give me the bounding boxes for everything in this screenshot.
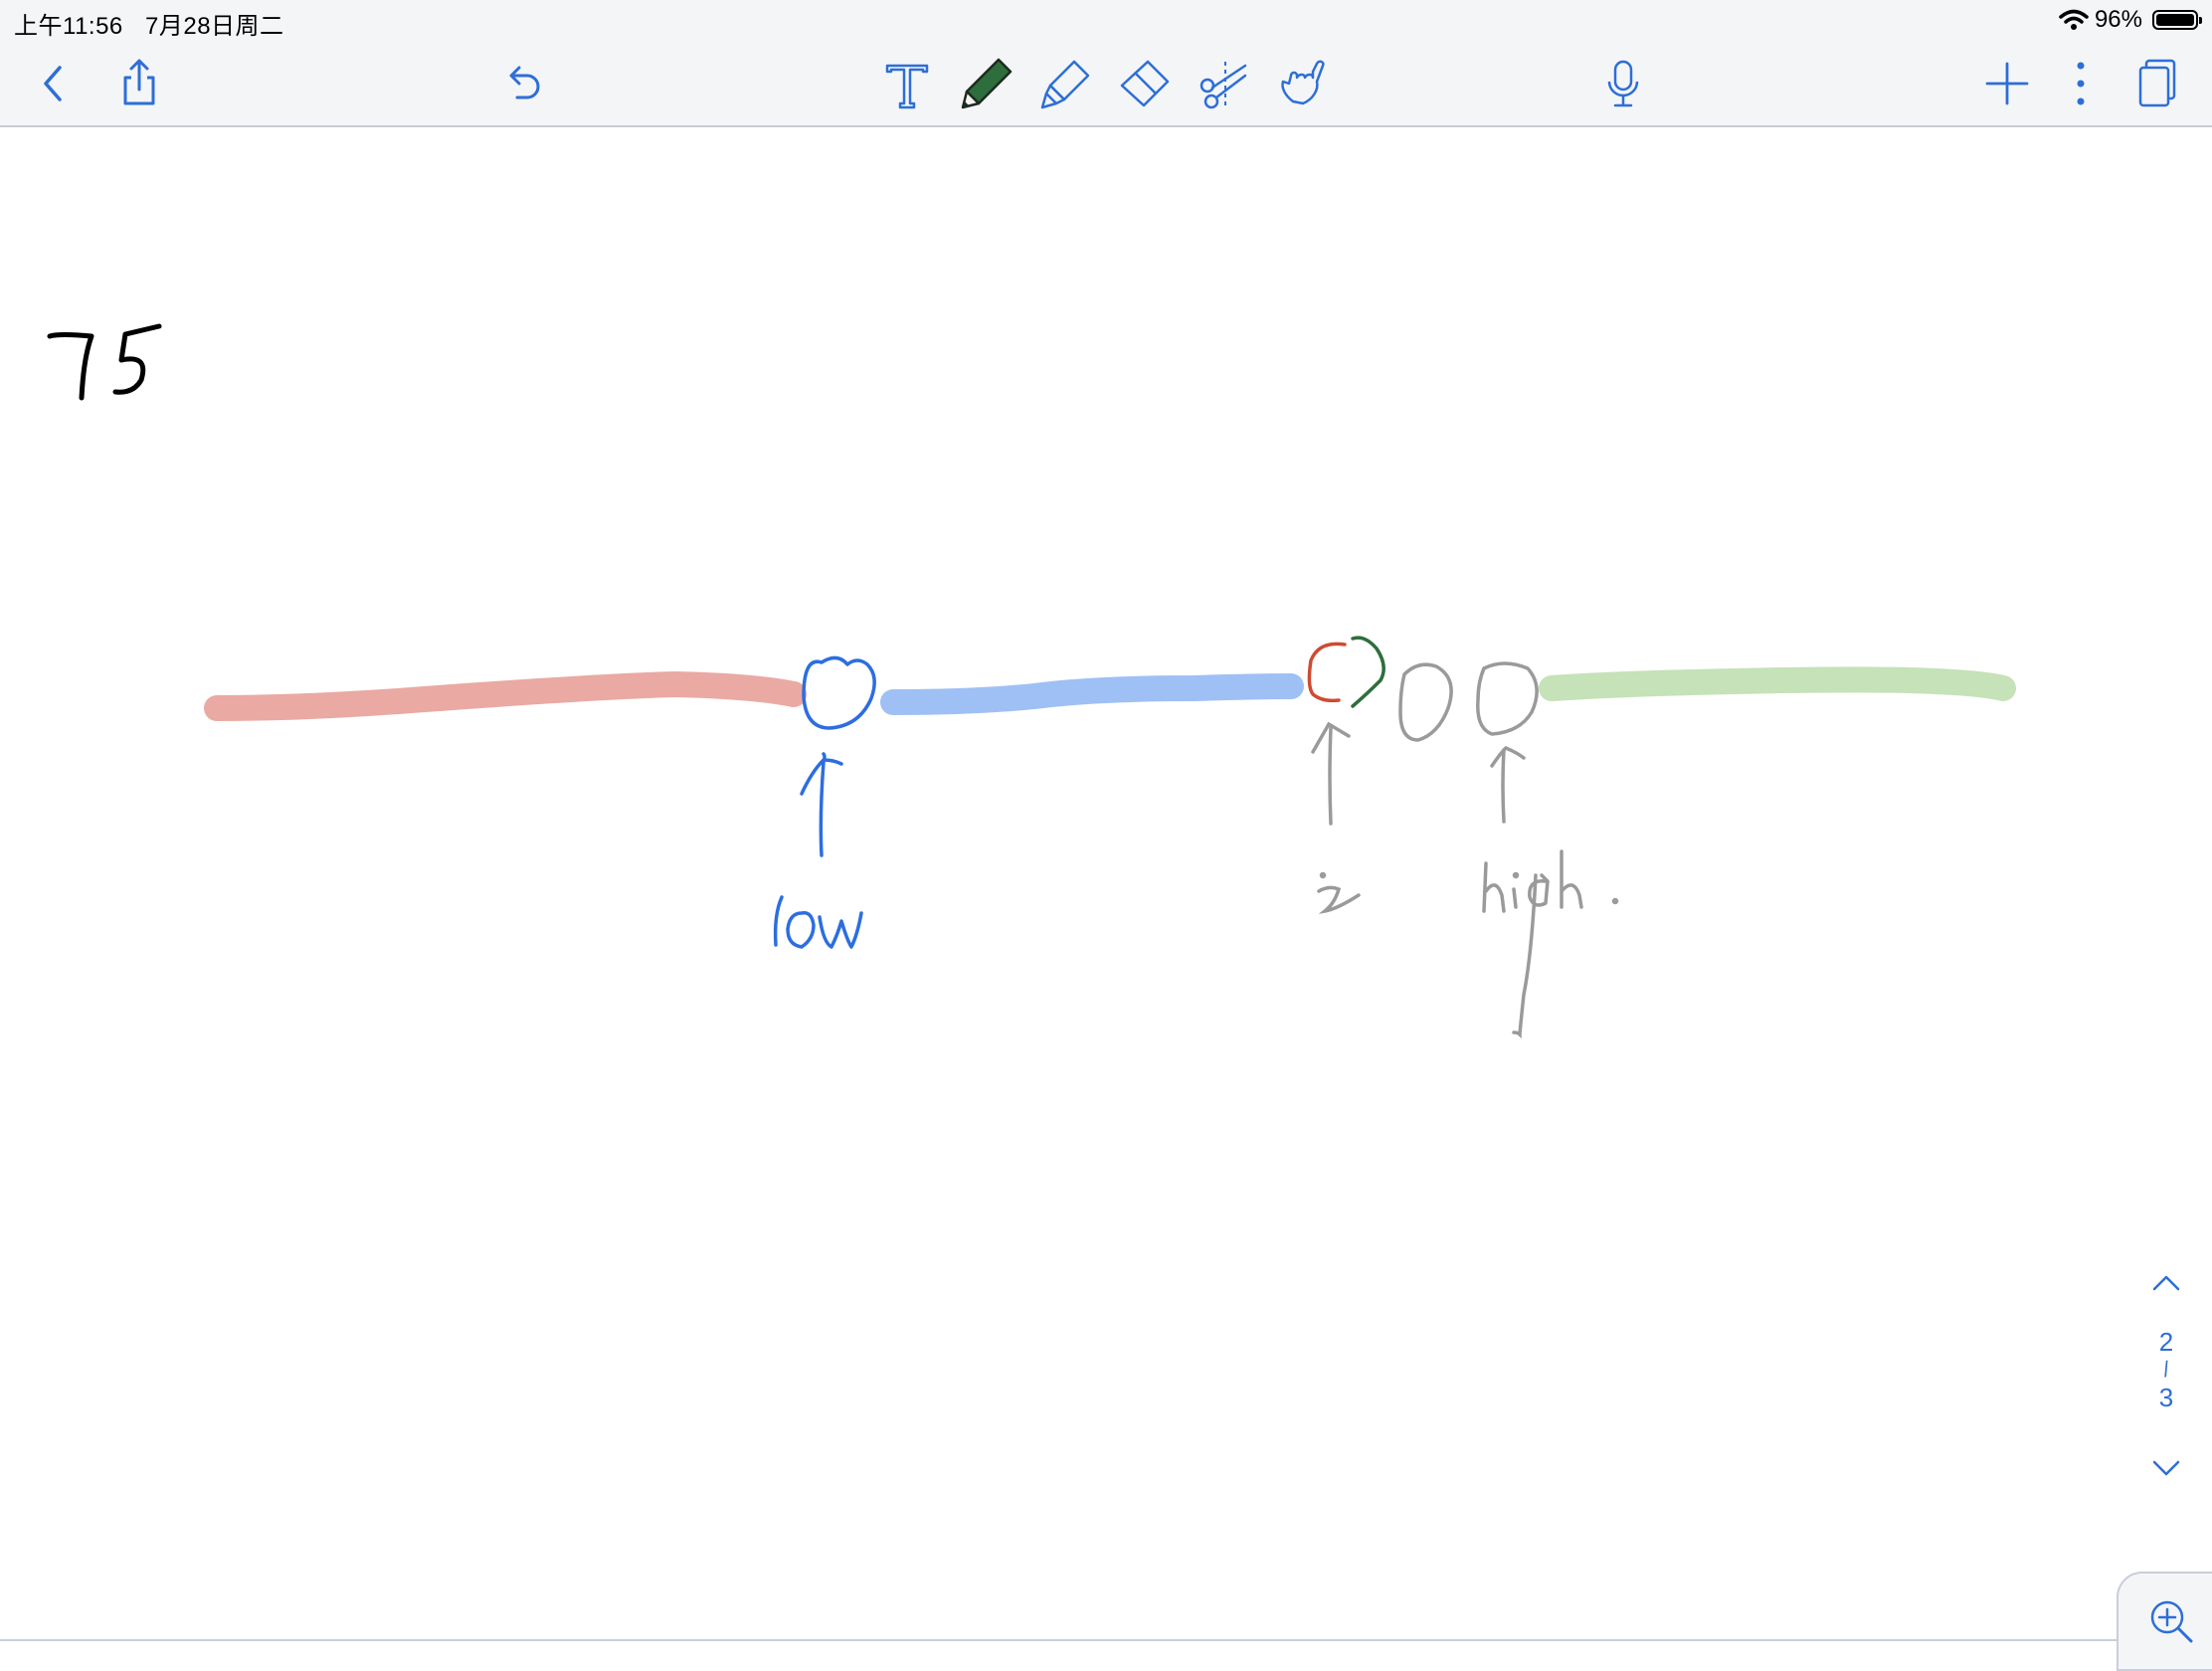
zoom-in-icon: [2150, 1600, 2193, 1643]
chevron-up-icon: [2152, 1275, 2180, 1291]
battery-percent: 96%: [2094, 6, 2142, 33]
note-canvas[interactable]: 75 low i high: [0, 127, 2212, 1659]
current-page-number: 2: [2158, 1327, 2174, 1357]
status-right: 96%: [2059, 6, 2202, 34]
i-pointer: [1311, 721, 1351, 826]
lasso-tool-button[interactable]: [1192, 52, 1255, 115]
page-navigator: 2 / 3: [2138, 1263, 2194, 1482]
page-bottom-border: [0, 1639, 2117, 1641]
ink-layer: [47, 323, 2016, 1039]
back-icon: [44, 66, 62, 101]
more-button[interactable]: [2049, 52, 2113, 115]
pen-tool-button[interactable]: [955, 52, 1018, 115]
high-pointer: [1490, 745, 1538, 1039]
hand-pointer-icon: [1281, 60, 1325, 105]
eraser-tool-icon: [1120, 60, 1170, 107]
gray-cells: [1398, 661, 1539, 742]
battery-icon: [2152, 10, 2202, 30]
back-button[interactable]: [22, 52, 86, 115]
chevron-down-icon: [2152, 1460, 2180, 1476]
status-bar: 上午11:56 7月28日周二 96%: [0, 0, 2212, 40]
red-segment: [204, 670, 807, 721]
red-bracket: [1307, 642, 1347, 703]
label-low-ink: [773, 895, 863, 949]
text-tool-button[interactable]: [875, 52, 939, 115]
pages-icon: [2138, 59, 2176, 107]
total-page-number: 3: [2158, 1383, 2174, 1412]
note-number: 75: [0, 127, 1, 128]
previous-page-button[interactable]: [2138, 1263, 2194, 1303]
green-segment: [1539, 666, 2016, 701]
pen-tool-icon: [961, 58, 1013, 109]
highlighter-tool-button[interactable]: [1034, 52, 1098, 115]
status-date: 7月28日周二: [145, 13, 284, 40]
next-page-button[interactable]: [2138, 1448, 2194, 1488]
pages-button[interactable]: [2126, 52, 2190, 115]
microphone-icon: [1607, 60, 1639, 107]
eraser-tool-button[interactable]: [1112, 52, 1176, 115]
low-pointer: [800, 655, 876, 857]
add-icon: [1985, 62, 2029, 105]
more-icon: [2077, 62, 2085, 105]
text-tool-icon: [885, 64, 929, 109]
microphone-button[interactable]: [1591, 52, 1655, 115]
zoom-button[interactable]: [2117, 1572, 2212, 1671]
toolbar: [0, 40, 2212, 127]
highlighter-tool-icon: [1040, 60, 1090, 109]
share-button[interactable]: [107, 52, 171, 115]
label-i-ink: [1317, 871, 1361, 914]
undo-button[interactable]: [491, 52, 555, 115]
undo-icon: [509, 66, 540, 99]
hand-tool-button[interactable]: [1269, 52, 1333, 115]
share-icon: [123, 59, 155, 105]
green-bracket: [1351, 636, 1385, 708]
wifi-icon: [2059, 9, 2089, 30]
lasso-scissors-icon: [1199, 62, 1247, 109]
label-high-ink: [1482, 849, 1619, 913]
blue-segment: [880, 673, 1304, 715]
handwritten-75: [47, 323, 162, 401]
status-time: 上午11:56: [14, 13, 123, 40]
add-button[interactable]: [1975, 52, 2039, 115]
